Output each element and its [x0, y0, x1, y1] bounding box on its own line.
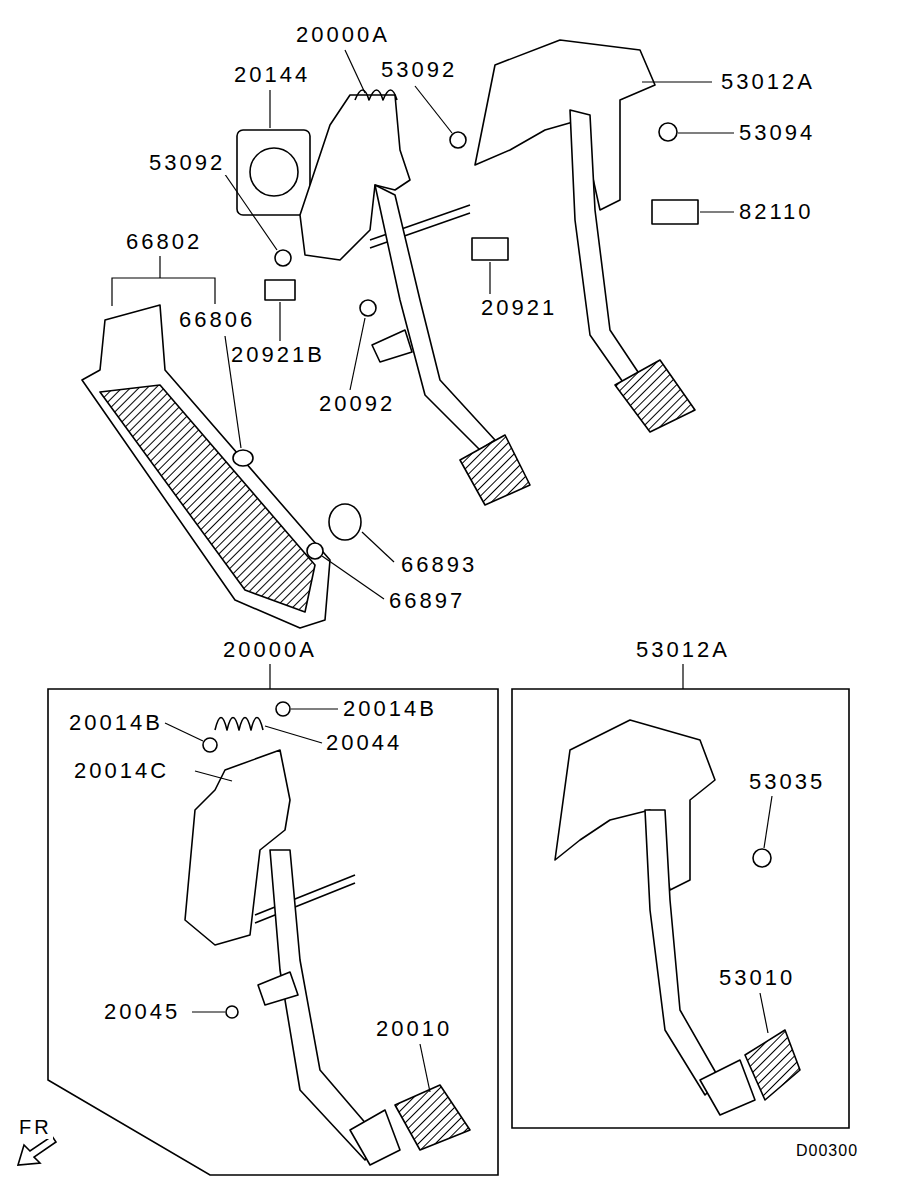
pedal-pad — [460, 435, 530, 505]
mat-cap — [329, 504, 361, 540]
callout-number: 82110 — [738, 200, 815, 224]
callout-number: 20000A — [295, 23, 391, 47]
pedal-pad — [745, 1030, 800, 1100]
callout-number: 53010 — [718, 966, 796, 990]
inset-box: 53012A — [512, 689, 849, 1128]
callout-number: 20014C — [73, 759, 170, 783]
drawing-number: D00300 — [795, 1139, 859, 1163]
brake-pedal-arm — [270, 850, 380, 1160]
callout-number: 20014B — [68, 711, 164, 735]
callout-number: 20014B — [342, 697, 438, 721]
return-spring — [215, 718, 263, 731]
callout-number: 53012A — [720, 70, 816, 94]
callout-number: 20045 — [103, 1000, 181, 1024]
clutch-bracket — [555, 720, 715, 890]
callout-number: 53092 — [148, 151, 226, 175]
callout-number: 66806 — [178, 308, 256, 332]
callout-number: 53092 — [380, 58, 458, 82]
inset-box: 20000A — [48, 689, 498, 1175]
return-spring — [355, 90, 397, 100]
inset-outline — [48, 689, 498, 1175]
clutch-bracket — [475, 40, 655, 210]
callout-number: 53035 — [748, 770, 826, 794]
callout-number: 20010 — [375, 1017, 453, 1041]
pedal-pad — [615, 360, 695, 432]
clutch-pedal-arm — [645, 810, 720, 1095]
inset-outline — [512, 689, 849, 1128]
callout-number: 20144 — [233, 63, 311, 87]
inset-heading: 53012A — [636, 638, 730, 662]
clutch-pedal-arm — [570, 110, 640, 385]
callout-number: 20044 — [325, 731, 403, 755]
callout-number: 53094 — [738, 121, 816, 145]
mat-pin — [233, 450, 253, 466]
direction-label: FR — [18, 1115, 53, 1139]
mat-nut — [307, 543, 323, 559]
callout-number: 66893 — [400, 553, 478, 577]
pedal-stop — [372, 330, 412, 362]
pedal-pad — [395, 1085, 470, 1150]
callout-number: 20921 — [480, 296, 558, 320]
callout-number: 66897 — [388, 589, 466, 613]
inset-heading: 20000A — [223, 638, 317, 662]
callout-number: 20092 — [318, 392, 396, 416]
callout-number: 66802 — [125, 230, 203, 254]
gasket — [237, 130, 310, 215]
callout-number: 20921B — [230, 343, 326, 367]
leader-lines — [18, 50, 772, 1165]
floor-mat — [82, 305, 330, 628]
